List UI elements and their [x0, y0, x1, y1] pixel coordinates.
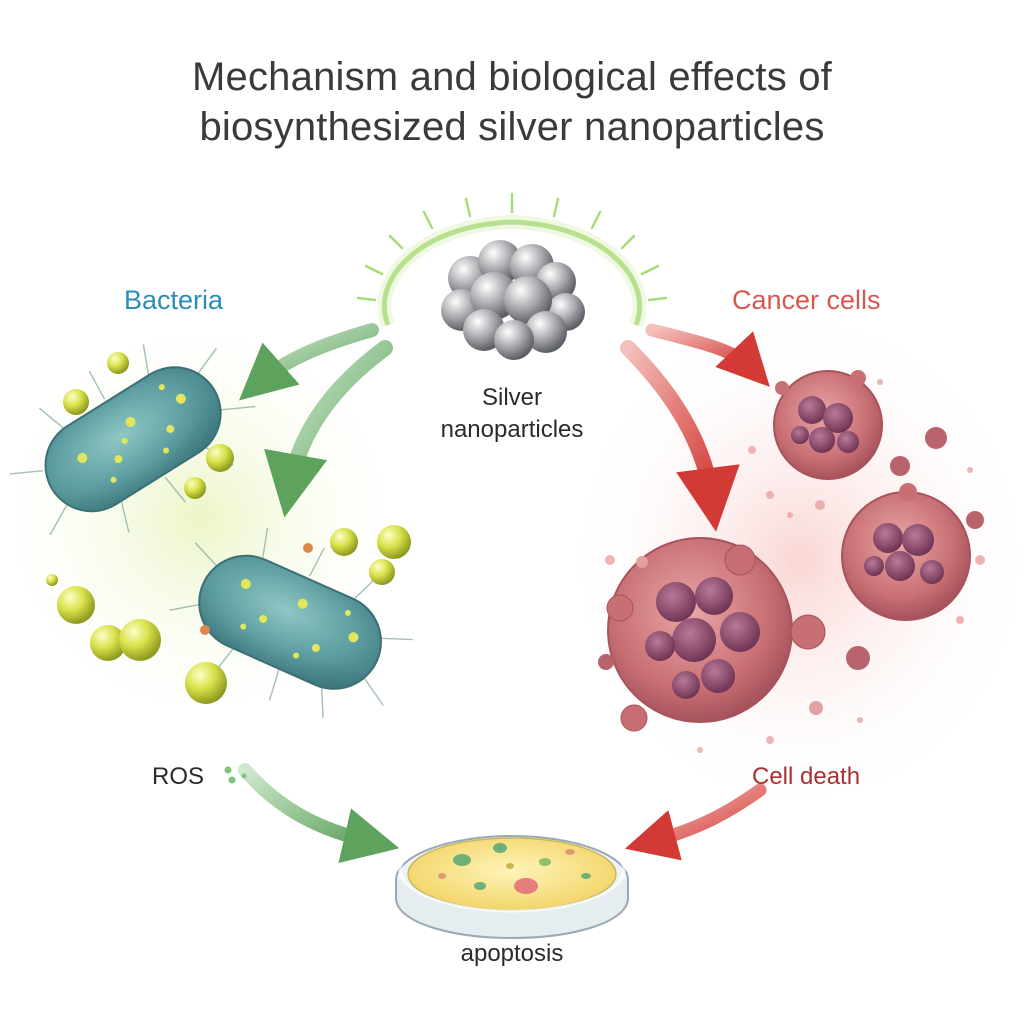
nanoparticle-halo	[356, 192, 668, 328]
silver-nanoparticle-cluster	[441, 240, 585, 360]
cell-death-label: Cell death	[752, 763, 861, 790]
cancer-cells-label: Cancer cells	[732, 285, 881, 315]
title-line-2: biosynthesized silver nanoparticles	[199, 105, 825, 149]
arrow-death-to-dish	[624, 783, 767, 861]
cancer-cell-large	[598, 537, 870, 732]
bacterium-upper	[9, 344, 256, 536]
silver-nanoparticles-label: Silver nanoparticles	[412, 382, 612, 446]
ros-specks	[224, 766, 247, 784]
arrow-to-cancer-upper	[645, 323, 770, 387]
silver-label-line-2: nanoparticles	[440, 416, 584, 443]
petri-dish	[395, 827, 629, 940]
cell-debris	[605, 379, 985, 753]
apoptosis-label: apoptosis	[460, 940, 564, 967]
diagram-title: Mechanism and biological effects of bios…	[0, 52, 1024, 152]
arrow-to-bacteria-upper	[238, 323, 379, 401]
silver-label-line-1: Silver	[481, 384, 542, 411]
arrow-ros-to-dish	[238, 763, 400, 863]
cancer-cell-upper	[773, 370, 947, 480]
arrow-to-bacteria-lower	[264, 340, 393, 518]
arrow-to-cancer-lower	[620, 340, 740, 532]
bacteria-label: Bacteria	[124, 285, 224, 315]
title-line-1: Mechanism and biological effects of	[192, 55, 832, 99]
cancer-cell-right	[841, 483, 984, 621]
yellow-particles	[46, 352, 411, 704]
ros-label: ROS	[152, 763, 205, 790]
